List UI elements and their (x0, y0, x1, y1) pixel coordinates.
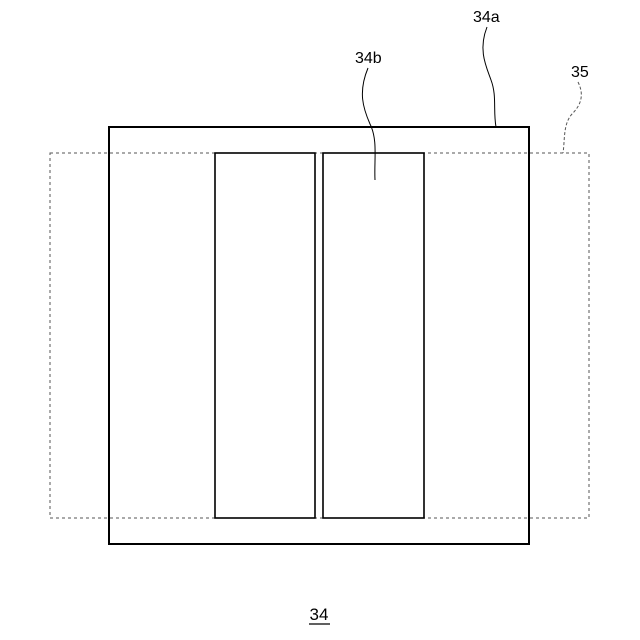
leader-line-34a (483, 27, 496, 127)
label-35: 35 (571, 64, 589, 81)
inner-panel-left (215, 153, 315, 518)
dashed-region-35 (50, 153, 589, 518)
outer-frame-34a (109, 127, 529, 544)
label-34a: 34a (473, 9, 500, 26)
leader-line-35 (563, 82, 581, 153)
inner-panel-right (323, 153, 424, 518)
label-34b: 34b (355, 50, 382, 67)
figure-caption: 34 (310, 605, 329, 624)
